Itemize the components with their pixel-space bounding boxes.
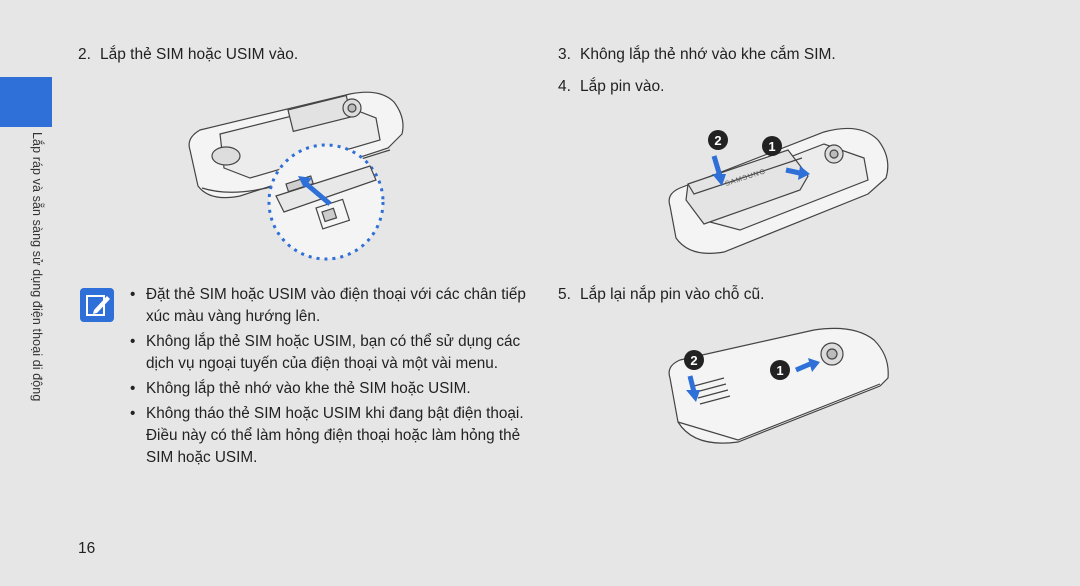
note-item: Không tháo thẻ SIM hoặc USIM khi đang bậ… — [128, 403, 528, 469]
cover-marker-two: 2 — [690, 353, 697, 368]
step-2-number: 2. — [78, 46, 91, 63]
step-3-number: 3. — [558, 46, 571, 63]
pencil-note-icon — [80, 288, 114, 322]
step-2-text: Lắp thẻ SIM hoặc USIM vào. — [100, 46, 299, 63]
step-4: 4. Lắp pin vào. — [558, 78, 664, 96]
step-2: 2. Lắp thẻ SIM hoặc USIM vào. — [78, 46, 298, 64]
page-number: 16 — [78, 540, 96, 557]
step-5: 5. Lắp lại nắp pin vào chỗ cũ. — [558, 286, 764, 304]
sim-insertion-illustration — [188, 91, 404, 261]
note-item: Không lắp thẻ SIM hoặc USIM, bạn có thể … — [128, 331, 528, 375]
step-5-text: Lắp lại nắp pin vào chỗ cũ. — [580, 286, 765, 303]
cover-replacement-illustration: 2 1 — [668, 327, 889, 444]
note-item: Không lắp thẻ nhớ vào khe thẻ SIM hoặc U… — [128, 378, 528, 400]
side-section-label: Lắp ráp và sẵn sàng sử dụng điện thoại d… — [30, 132, 44, 402]
cover-slide-arrow-icon — [795, 361, 811, 373]
step-5-number: 5. — [558, 286, 571, 303]
insert-arrow-icon — [302, 180, 332, 206]
note-item: Đặt thẻ SIM hoặc USIM vào điện thoại với… — [128, 284, 528, 328]
step-4-text: Lắp pin vào. — [580, 78, 665, 95]
step-3: 3. Không lắp thẻ nhớ vào khe cắm SIM. — [558, 46, 836, 64]
section-tab-marker — [0, 77, 52, 127]
press-down-arrow-icon — [687, 375, 697, 393]
battery-insertion-illustration: SAMSUNG 2 1 — [668, 127, 889, 254]
down-arrow-icon — [711, 155, 723, 177]
notes-list: Đặt thẻ SIM hoặc USIM vào điện thoại với… — [128, 284, 528, 472]
cover-marker-one: 1 — [776, 363, 783, 378]
step-3-text: Không lắp thẻ nhớ vào khe cắm SIM. — [580, 46, 836, 63]
battery-marker-two: 2 — [714, 133, 721, 148]
step-4-number: 4. — [558, 78, 571, 95]
battery-marker-one: 1 — [768, 139, 775, 154]
